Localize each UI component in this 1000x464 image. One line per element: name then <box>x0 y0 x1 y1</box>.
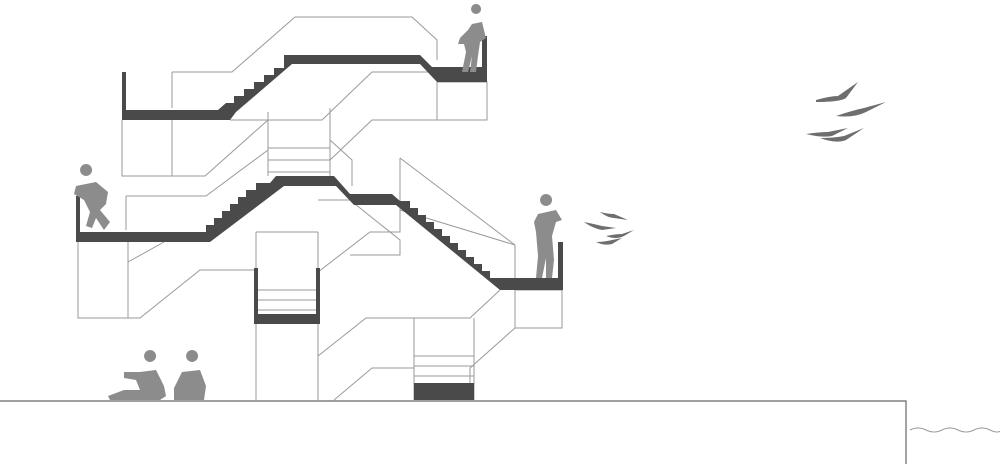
middle-brace <box>127 241 165 263</box>
ground <box>0 400 907 464</box>
middle-railing-left <box>126 149 269 197</box>
middle-underside-left <box>77 242 256 319</box>
person-silhouette-icon <box>74 164 110 230</box>
people <box>74 4 562 400</box>
bird-silhouette-icon <box>806 128 848 137</box>
bird-silhouette-icon <box>836 102 886 117</box>
middle-deck-slab <box>76 176 563 290</box>
person-silhouette-icon <box>108 350 166 400</box>
slabs <box>76 36 563 400</box>
water <box>909 427 1000 433</box>
person-silhouette-icon <box>458 4 486 72</box>
upper-railing <box>172 16 438 73</box>
middle-railing-top <box>399 157 516 246</box>
person-silhouette-icon <box>534 194 562 278</box>
lower-core-treads <box>256 289 318 311</box>
middle-landing-edge <box>318 199 401 256</box>
upper-underside-right <box>329 81 488 161</box>
bird-silhouette-icon <box>584 222 616 230</box>
birds <box>584 82 886 245</box>
bottom-step-block <box>414 383 474 400</box>
structure-outlines <box>77 16 563 401</box>
top-deck-slab <box>122 36 487 120</box>
core-stair-box <box>254 268 320 324</box>
lower-underside-right <box>469 289 563 400</box>
bird-silhouette-icon <box>820 128 864 142</box>
lower-underside-mid <box>317 289 501 357</box>
person-silhouette-icon <box>174 350 206 400</box>
bottom-core-treads <box>414 355 474 377</box>
water-wave-icon <box>909 427 1000 433</box>
ground-line <box>0 400 907 464</box>
lower-underside-bottom <box>333 367 414 401</box>
upper-underside-mid <box>230 71 437 121</box>
bird-silhouette-icon <box>600 212 628 220</box>
bird-silhouette-icon <box>816 82 858 102</box>
bird-silhouette-icon <box>606 230 634 238</box>
bird-silhouette-icon <box>596 238 622 245</box>
upper-core-step <box>329 139 353 186</box>
middle-underside-mid <box>317 210 401 274</box>
middle-railing-diagonal <box>399 158 516 282</box>
core-stair-treads-upper <box>268 147 330 173</box>
upper-underside-left <box>121 119 269 177</box>
